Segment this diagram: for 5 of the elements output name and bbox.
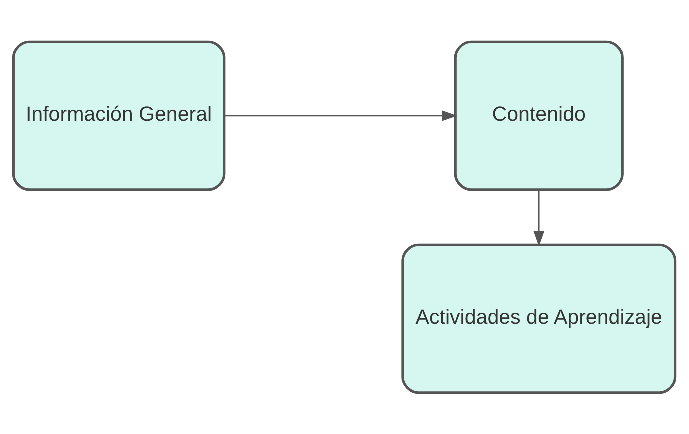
arrow [224, 110, 458, 121]
node-box: Contenido [454, 40, 624, 191]
node-box: Información General [12, 40, 226, 191]
node-box: Actividades de Aprendizaje [402, 243, 677, 394]
arrow [534, 190, 545, 246]
